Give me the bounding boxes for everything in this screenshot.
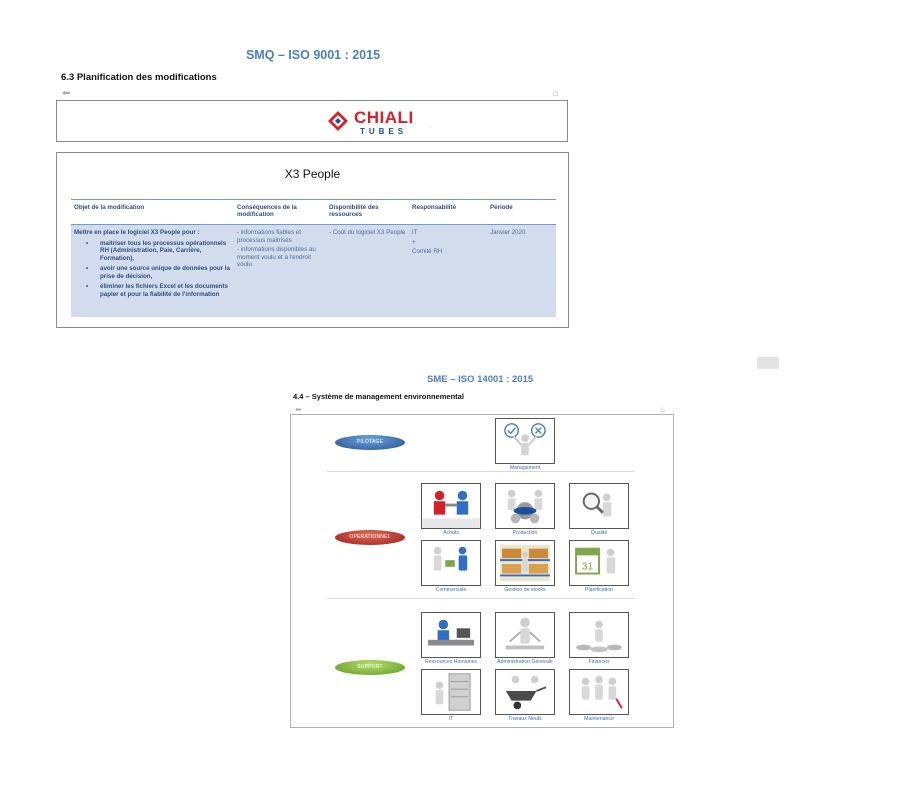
table-row: Mettre en place le logiciel X3 People po… — [71, 225, 556, 317]
arrow-left-icon[interactable]: ⬅ — [62, 88, 71, 99]
production-label: Production — [512, 530, 538, 536]
planification-label: Planification — [585, 587, 613, 593]
sme-title: SME – ISO 14001 : 2015 — [427, 374, 534, 385]
qualite-tile[interactable] — [569, 483, 629, 529]
server-icon — [435, 673, 471, 711]
cell-consequences: - informations fiables et processus mait… — [234, 225, 326, 317]
coins-icon — [576, 620, 622, 653]
production-tile[interactable] — [495, 483, 555, 529]
commerciale-label: Commerciale — [435, 587, 467, 593]
responsabilite-item: + — [412, 238, 416, 246]
header-consequences: Conséquences de la modification — [237, 204, 297, 218]
cell-objet: Mettre en place le logiciel X3 People po… — [71, 225, 234, 317]
wheelbarrow-icon — [505, 675, 547, 710]
travaux-tile[interactable] — [495, 669, 555, 715]
objet-bullet: maitriser tous les processus opérationne… — [74, 240, 231, 263]
sme-section-title: 4.4 – Système de management environnemen… — [293, 392, 464, 401]
support-group-label[interactable]: SUPPORT — [335, 660, 405, 675]
handshake-icon — [422, 490, 480, 528]
finances-label: Finances — [588, 659, 610, 665]
admin-tile[interactable] — [495, 612, 555, 658]
maintenance-label: Maintenance — [584, 716, 614, 722]
chiali-logo-mark — [328, 111, 348, 131]
logo-dot: . — [431, 123, 433, 129]
logo-name: CHIALI — [354, 108, 414, 127]
chiali-logo: CHIALI TUBES — [327, 109, 437, 137]
it-tile[interactable] — [421, 669, 481, 715]
logo-frame: CHIALI TUBES . — [56, 100, 568, 142]
smq-title: SMQ – ISO 9001 : 2015 — [245, 48, 381, 62]
page-tab[interactable] — [757, 357, 779, 369]
planification-tile[interactable]: 31 — [569, 540, 629, 586]
modification-table: Objet de la modification Conséquences de… — [71, 199, 556, 317]
gears-icon — [507, 489, 543, 524]
it-label: IT — [448, 716, 454, 722]
achats-tile[interactable] — [421, 483, 481, 529]
calendar-icon: 31 — [575, 547, 616, 575]
operationnel-group-label[interactable]: OPERATIONNEL — [335, 530, 405, 545]
svg-text:31: 31 — [582, 561, 594, 573]
gestion-stocks-label: Gestion de stocks — [504, 587, 546, 593]
tools-icon — [581, 675, 623, 709]
x3-people-title: X3 People — [284, 167, 341, 181]
objet-bullet: avoir une source unique de données pour … — [74, 265, 231, 280]
logo-subname: TUBES — [360, 127, 408, 136]
magnifier-icon — [582, 492, 612, 517]
cell-responsabilite: IT + Comité RH — [409, 225, 487, 317]
management-tile[interactable] — [495, 418, 555, 464]
objet-intro: Mettre en place le logiciel X3 People po… — [74, 229, 200, 236]
pilotage-group-label[interactable]: PILOTAGE — [335, 435, 405, 450]
planification-section-title: 6.3 Planification des modifications — [61, 72, 217, 83]
x3-people-panel: X3 People Objet de la modification Consé… — [56, 152, 569, 328]
row-divider — [327, 471, 635, 472]
admin-label: Administration Générale — [497, 659, 553, 665]
maintenance-tile[interactable] — [569, 669, 629, 715]
row-divider — [327, 598, 635, 599]
responsabilite-item: IT — [412, 229, 418, 236]
rh-label: Ressources Humaines — [424, 659, 478, 665]
header-ressources: Disponibilité des ressources — [329, 204, 379, 218]
objet-bullet: éliminer les fichiers Excel et les docum… — [74, 283, 231, 298]
header-responsabilite: Responsabilité — [412, 204, 457, 211]
header-periode: Période — [490, 204, 513, 211]
management-label: Management — [509, 465, 541, 471]
cell-ressources: - Coût du logiciel X3 People — [329, 229, 406, 236]
table-header-row: Objet de la modification Conséquences de… — [71, 199, 556, 225]
gestion-stocks-tile[interactable] — [495, 540, 555, 586]
management-icon — [504, 423, 546, 456]
finances-tile[interactable] — [569, 612, 629, 658]
sales-icon — [433, 546, 468, 571]
process-map: PILOTAGE OPERATIONNEL SUPPORT Management… — [290, 414, 674, 728]
rh-tile[interactable] — [421, 612, 481, 658]
travaux-label: Travaux Neufs — [508, 716, 542, 722]
consequence-item: - informations disponibles au moment vou… — [237, 246, 316, 268]
hr-desk-icon — [428, 619, 474, 646]
cell-periode: Janvier 2020 — [490, 229, 526, 236]
arrow-left-icon[interactable]: ⬅ — [295, 405, 302, 414]
commerciale-tile[interactable] — [421, 540, 481, 586]
header-objet: Objet de la modification — [74, 204, 145, 211]
admin-icon — [505, 617, 545, 650]
warehouse-icon — [500, 544, 550, 582]
home-icon[interactable]: ⌂ — [660, 405, 665, 414]
consequence-item: - informations fiables et processus mait… — [237, 229, 301, 244]
achats-label: Achats — [443, 530, 459, 536]
responsabilite-item: Comité RH — [412, 248, 443, 255]
home-icon[interactable]: ⌂ — [553, 88, 560, 99]
qualite-label: Qualité — [590, 530, 608, 536]
